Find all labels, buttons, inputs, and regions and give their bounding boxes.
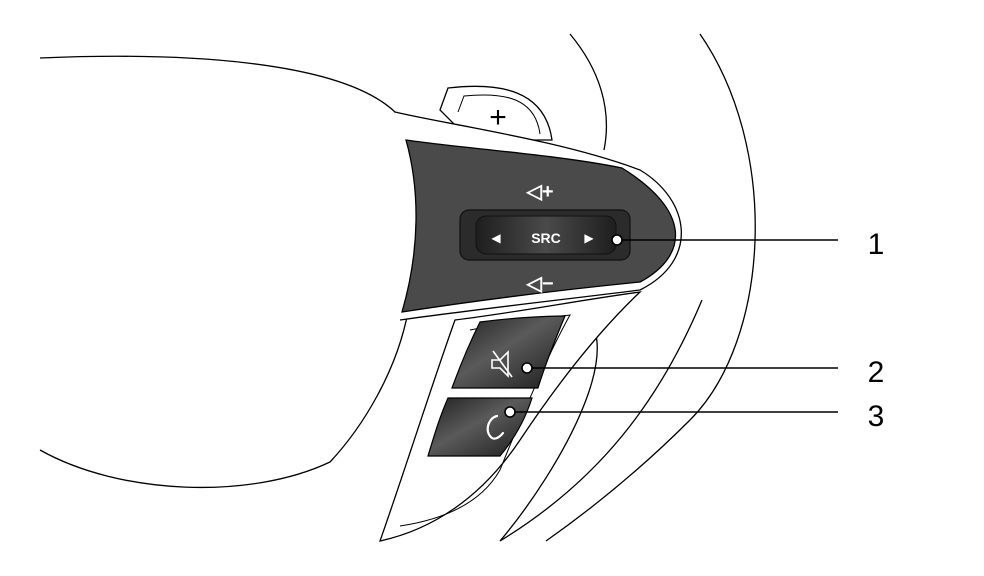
paddle-plus-label: + xyxy=(489,101,507,134)
airbag-cover xyxy=(39,55,416,489)
callout-leaders xyxy=(504,234,838,418)
voice-icon xyxy=(491,350,513,378)
seek-back-button[interactable]: ◀ xyxy=(491,231,501,245)
callout-number-3: 3 xyxy=(868,400,885,433)
volume-up-button[interactable]: ◁+ xyxy=(525,181,553,203)
callout-number-1: 1 xyxy=(868,228,885,261)
seek-forward-button[interactable]: ▶ xyxy=(584,231,594,245)
phone-icon xyxy=(486,414,505,440)
volume-down-button[interactable]: ◁− xyxy=(525,273,553,295)
src-label: SRC xyxy=(531,230,561,246)
callout-number-2: 2 xyxy=(868,356,885,389)
